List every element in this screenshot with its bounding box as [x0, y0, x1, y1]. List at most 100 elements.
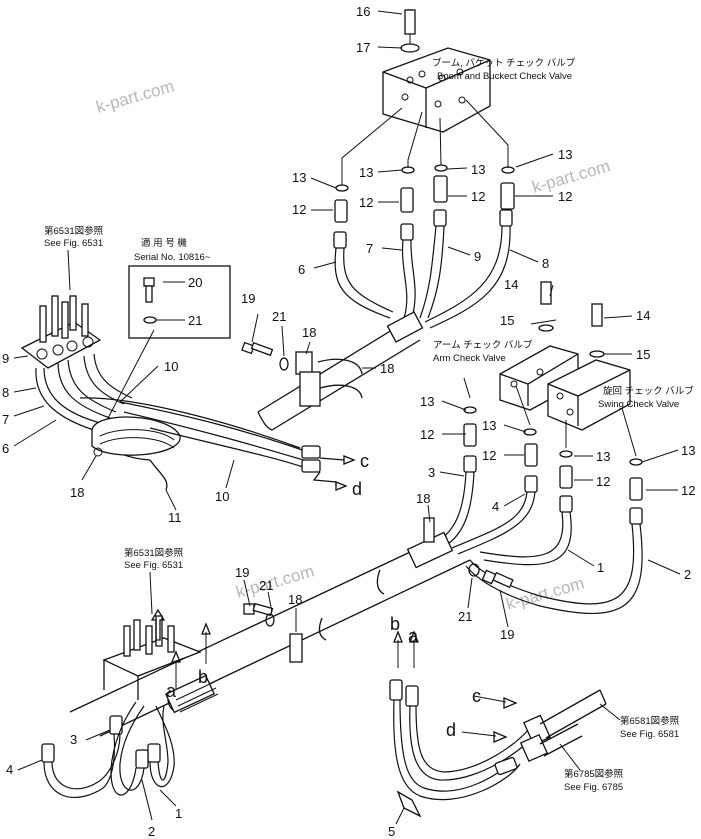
callouts: 16 17 13 13 13 13 12 12 12 12 6 7 9 8 20…: [2, 4, 695, 839]
ref-fig-6531b-jp: 第6531図参照: [124, 547, 184, 559]
swing-check-valve: [547, 303, 631, 431]
watermark: k-part.com: [504, 573, 586, 613]
watermark: k-part.com: [94, 76, 176, 116]
ref-fig-6531-en: See Fig. 6531: [44, 238, 103, 249]
ref-fig-6531-jp: 第6531図参照: [44, 225, 104, 237]
callout-3: 3: [428, 465, 435, 480]
callout-15: 15: [636, 347, 650, 362]
callout-18: 18: [70, 485, 84, 500]
callout-12: 12: [420, 427, 434, 442]
callout-1: 1: [175, 806, 182, 821]
callout-13: 13: [681, 443, 695, 458]
callout-4: 4: [6, 762, 13, 777]
ref-fig-6531b-en: See Fig. 6531: [124, 560, 183, 571]
letter-d: d: [352, 479, 362, 499]
middle-hoses: [439, 471, 643, 614]
washer-21-icon: [468, 563, 480, 577]
callout-19: 19: [241, 291, 255, 306]
callout-12: 12: [359, 195, 373, 210]
callout-12: 12: [596, 474, 610, 489]
callout-5: 5: [388, 824, 395, 839]
callout-18: 18: [380, 361, 394, 376]
callout-10: 10: [164, 359, 178, 374]
callout-9: 9: [474, 249, 481, 264]
callout-6: 6: [2, 441, 9, 456]
callout-12: 12: [558, 189, 572, 204]
clamp-18-lower: [289, 517, 435, 663]
ref-fig-6581-jp: 第6581図参照: [620, 715, 680, 727]
lower-boom-pipe: [69, 531, 471, 737]
swing-valve-label-en: Swing Check Valve: [598, 399, 679, 410]
callout-21: 21: [458, 609, 472, 624]
watermarks: k-part.com k-part.com k-part.com k-part.…: [94, 76, 612, 613]
bolt-19-icon: [241, 341, 274, 357]
callout-2: 2: [148, 824, 155, 839]
callout-21: 21: [188, 313, 202, 328]
callout-3: 3: [70, 732, 77, 747]
middle-fittings: [463, 406, 643, 525]
upper-hoses: [333, 209, 513, 329]
callout-13: 13: [420, 394, 434, 409]
callout-11: 11: [168, 510, 182, 525]
callout-19: 19: [500, 627, 514, 642]
letter-b: b: [198, 667, 208, 687]
left-lower-manifold: [102, 608, 202, 700]
callout-12: 12: [681, 483, 695, 498]
clamp-18-upper: [295, 351, 363, 407]
arm-valve-label-jp: アーム チェック バルブ: [433, 339, 533, 351]
callout-17: 17: [356, 40, 370, 55]
callout-7: 7: [366, 241, 373, 256]
callout-18: 18: [302, 325, 316, 340]
callout-13: 13: [558, 147, 572, 162]
ref-fig-6581-en: See Fig. 6581: [620, 729, 679, 740]
callout-21: 21: [272, 309, 286, 324]
callout-12: 12: [292, 202, 306, 217]
lower-right-group: [389, 630, 607, 818]
washer-21-icon: [143, 316, 157, 324]
callout-19: 19: [235, 565, 249, 580]
swing-valve-label-jp: 旋回 チェック バルブ: [603, 385, 694, 397]
hoses-10: [79, 397, 356, 491]
callout-4: 4: [492, 499, 499, 514]
callout-8: 8: [2, 385, 9, 400]
callout-8: 8: [542, 256, 549, 271]
letter-c: c: [360, 451, 369, 471]
lower-left-hoses: [41, 701, 175, 799]
callout-20: 20: [188, 275, 202, 290]
leader-lines: [13, 10, 681, 825]
washer-21-icon: [279, 357, 289, 371]
callout-15: 15: [500, 313, 514, 328]
callout-6: 6: [298, 262, 305, 277]
callout-2: 2: [684, 567, 691, 582]
left-upper-manifold: [20, 295, 133, 433]
serial-inset-box: [128, 265, 231, 339]
upper-boom-pipe: [257, 311, 424, 431]
letter-b: b: [390, 614, 400, 634]
boom-valve-label-jp: ブーム, バケット チェック バルブ: [432, 57, 576, 69]
callout-21: 21: [259, 578, 273, 593]
ref-fig-6785-jp: 第6785図参照: [564, 768, 624, 780]
letter-a: a: [408, 626, 419, 646]
callout-18: 18: [416, 491, 430, 506]
callout-14: 14: [636, 308, 650, 323]
bolt-19-icon: [243, 602, 274, 617]
callout-9: 9: [2, 351, 9, 366]
callout-1: 1: [597, 560, 604, 575]
letter-d: d: [446, 720, 456, 740]
callout-13: 13: [471, 162, 485, 177]
serial-label-en: Serial No. 10816~: [134, 252, 211, 263]
callout-16: 16: [356, 4, 370, 19]
callout-13: 13: [596, 449, 610, 464]
arm-valve-label-en: Arm Check Valve: [433, 353, 506, 364]
callout-12: 12: [482, 448, 496, 463]
boom-bucket-check-valve: [382, 9, 491, 133]
top-fittings: [334, 164, 515, 223]
letter-a: a: [166, 681, 177, 701]
callout-10: 10: [215, 489, 229, 504]
bundle-clamp-left: [91, 416, 181, 491]
bolt-20-icon: [143, 277, 155, 303]
callout-18: 18: [288, 592, 302, 607]
bolt-19-icon: [481, 569, 514, 589]
ref-fig-6785-en: See Fig. 6785: [564, 782, 623, 793]
